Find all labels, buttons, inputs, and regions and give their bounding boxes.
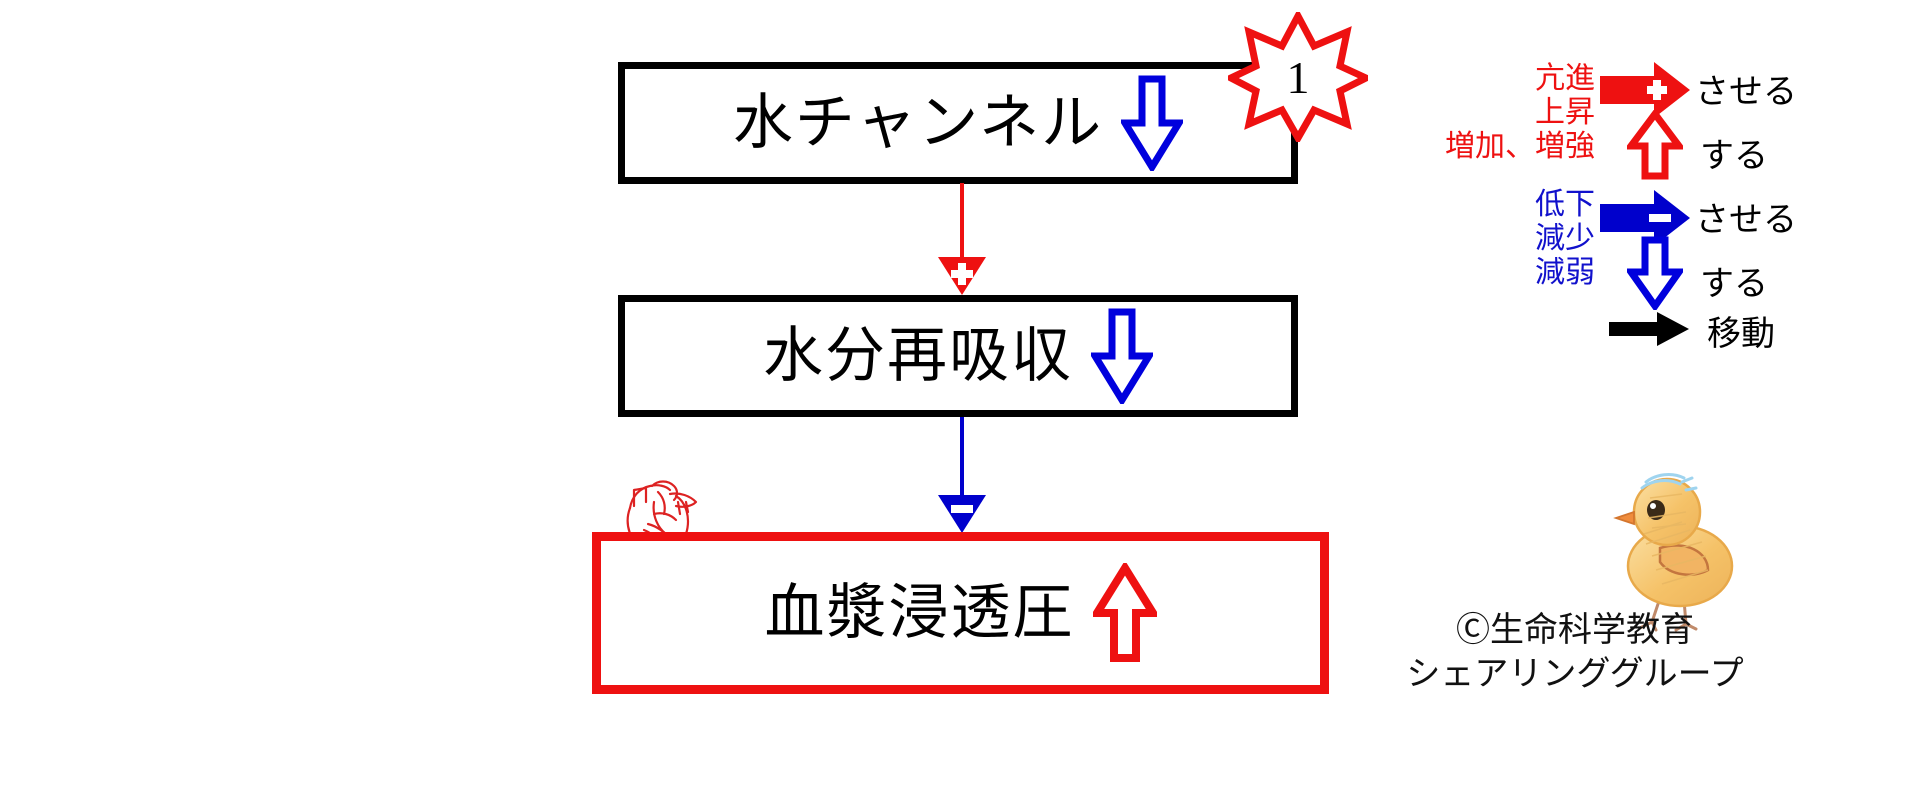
legend-label-move: 移動 xyxy=(1707,315,1775,353)
down-arrow-blue-outline-icon xyxy=(1091,308,1153,404)
step-badge-number: 1 xyxy=(1286,51,1310,103)
right-arrow-black-solid-icon xyxy=(1609,312,1689,346)
legend-term: 増加、増強 xyxy=(1445,130,1595,163)
flow-box-content: 血漿浸透圧 xyxy=(765,563,1157,663)
up-arrow-red-outline-icon xyxy=(1092,563,1157,662)
legend-label-saseru-blue: させる xyxy=(1695,201,1797,239)
legend: 亢進 上昇 増加、増強 させる する xyxy=(1395,50,1815,360)
credit-line-2: シェアリンググループ xyxy=(1406,655,1744,693)
up-arrow-red-outline-icon xyxy=(1627,110,1683,180)
legend-term: 上昇 xyxy=(1535,96,1595,129)
down-arrow-blue-outline-icon xyxy=(1121,75,1184,171)
connector-arrow-negative xyxy=(938,417,986,533)
right-arrow-blue-solid-minus-icon xyxy=(1600,190,1690,246)
legend-terms-red: 亢進 上昇 増加、増強 xyxy=(1445,62,1595,164)
legend-label-suru-red: する xyxy=(1700,137,1768,175)
legend-term: 低下 xyxy=(1535,188,1595,221)
legend-terms-blue: 低下 減少 減弱 xyxy=(1535,188,1595,290)
flow-box-plasma-osmotic-pressure[interactable]: 血漿浸透圧 xyxy=(592,532,1329,694)
credit-text: Ⓒ生命科学教育 シェアリンググループ xyxy=(1355,608,1795,696)
legend-label-suru-blue: する xyxy=(1700,265,1768,303)
flow-box-label: 血漿浸透圧 xyxy=(764,579,1075,646)
right-arrow-red-solid-plus-icon xyxy=(1600,62,1690,118)
down-arrow-blue-outline-icon xyxy=(1627,236,1683,310)
step-badge-1[interactable]: 1 xyxy=(1223,8,1375,146)
flow-box-content: 水分再吸収 xyxy=(763,308,1153,404)
legend-label-saseru-red: させる xyxy=(1695,73,1797,111)
flow-box-water-reabsorption[interactable]: 水分再吸収 xyxy=(618,295,1298,417)
credit-line-1: Ⓒ生命科学教育 xyxy=(1456,611,1694,649)
flow-box-content: 水チャンネル xyxy=(732,75,1184,171)
flow-box-label: 水分再吸収 xyxy=(763,322,1073,389)
legend-term: 減少 xyxy=(1535,222,1595,255)
legend-term: 亢進 xyxy=(1535,62,1595,95)
chick-mascot-icon xyxy=(1613,473,1734,632)
connector-arrow-positive xyxy=(938,183,986,295)
legend-term: 減弱 xyxy=(1535,256,1595,289)
flow-box-label: 水チャンネル xyxy=(732,89,1104,156)
flow-box-water-channel[interactable]: 水チャンネル xyxy=(618,62,1298,184)
starburst-icon xyxy=(1223,8,1375,146)
